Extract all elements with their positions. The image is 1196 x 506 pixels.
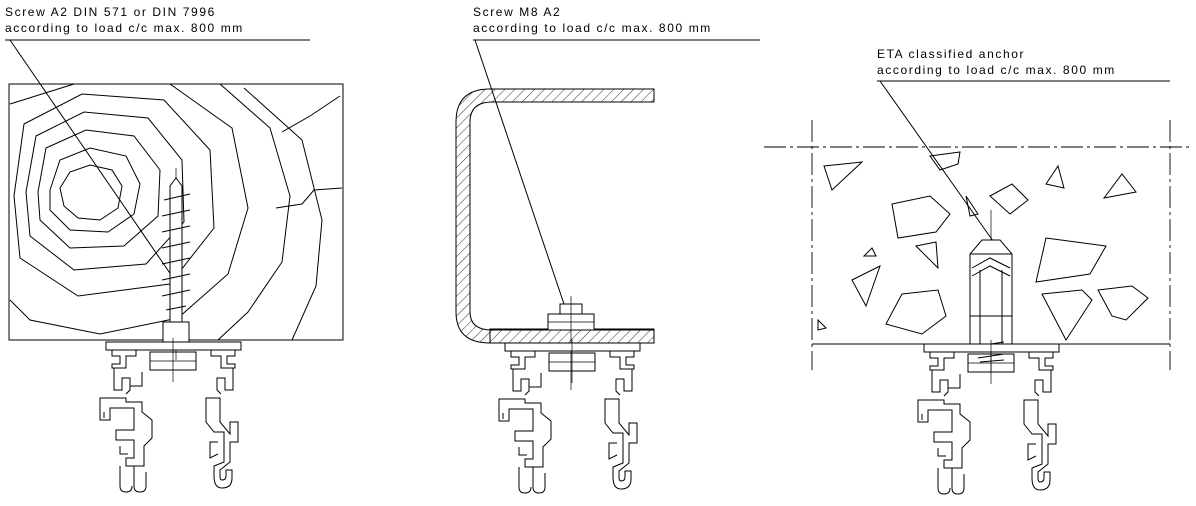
rail-profile-steel xyxy=(498,338,641,494)
rail-profile-timber xyxy=(99,337,242,493)
detail-concrete: ETA classified anchor according to load … xyxy=(764,47,1192,495)
callout-wood-leader xyxy=(9,39,177,283)
wood-screw xyxy=(161,168,191,360)
callout-concrete-line1: ETA classified anchor xyxy=(877,47,1025,61)
timber-growth-rings xyxy=(9,83,343,341)
detail-steel: Screw M8 A2 according to load c/c max. 8… xyxy=(455,5,760,494)
rail-profile-concrete xyxy=(917,339,1060,495)
steel-c-profile xyxy=(455,88,655,344)
callout-steel-line1: Screw M8 A2 xyxy=(473,5,561,19)
callout-wood-line1: Screw A2 DIN 571 or DIN 7996 xyxy=(5,5,216,19)
callout-steel-line2: according to load c/c max. 800 mm xyxy=(473,21,712,35)
eta-anchor xyxy=(969,210,1013,372)
callout-concrete-leader xyxy=(879,80,999,249)
concrete-aggregate xyxy=(817,151,1149,341)
callout-wood-line2: according to load c/c max. 800 mm xyxy=(5,21,244,35)
callout-steel-leader xyxy=(474,39,567,311)
callout-concrete-line2: according to load c/c max. 800 mm xyxy=(877,63,1116,77)
detail-timber: Screw A2 DIN 571 or DIN 7996 according t… xyxy=(5,5,344,493)
